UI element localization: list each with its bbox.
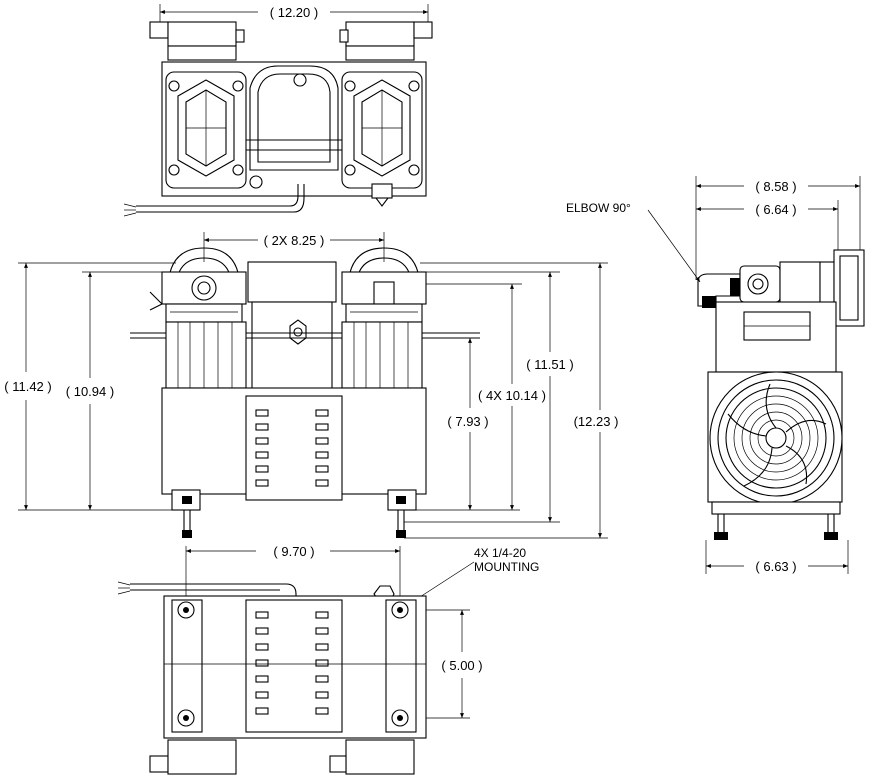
dim-front-height-left-outer: ( 11.42 ) <box>4 379 51 394</box>
note-mounting-line2: MOUNTING <box>474 560 539 574</box>
dim-front-height-left-inner: ( 10.94 ) <box>66 384 114 399</box>
side-view: ( 8.58 ) ( 6.64 ) ELBOW 90° <box>566 176 865 574</box>
bottom-view: ( 9.70 ) 4X 1/4-20 MOUNTING ( 5.00 ) <box>117 544 539 775</box>
dim-front-height-4x: ( 4X 10.14 ) <box>478 388 546 403</box>
top-view: ( 12.20 ) <box>123 4 433 217</box>
dim-mount-spacing-depth: ( 5.00 ) <box>441 658 482 673</box>
dim-front-spacing: ( 2X 8.25 ) <box>264 233 325 248</box>
dim-side-overall-width: ( 8.58 ) <box>755 179 796 194</box>
front-view: ( 2X 8.25 ) ( 11.42 ) ( 10.94 ) ( 7.93 )… <box>4 232 619 539</box>
note-mounting-line1: 4X 1/4-20 <box>474 546 526 560</box>
dim-side-width-inner: ( 6.64 ) <box>755 202 796 217</box>
dim-front-height-mid: ( 7.93 ) <box>447 414 488 429</box>
dim-front-height-right-outer: (12.23 ) <box>574 414 619 429</box>
dim-top-overall-width: ( 12.20 ) <box>270 5 318 20</box>
dim-mount-spacing-width: ( 9.70 ) <box>273 544 314 559</box>
dim-side-base-width: ( 6.63 ) <box>755 559 796 574</box>
note-elbow: ELBOW 90° <box>566 201 631 215</box>
dim-front-height-right-inner: ( 11.51 ) <box>526 357 573 372</box>
